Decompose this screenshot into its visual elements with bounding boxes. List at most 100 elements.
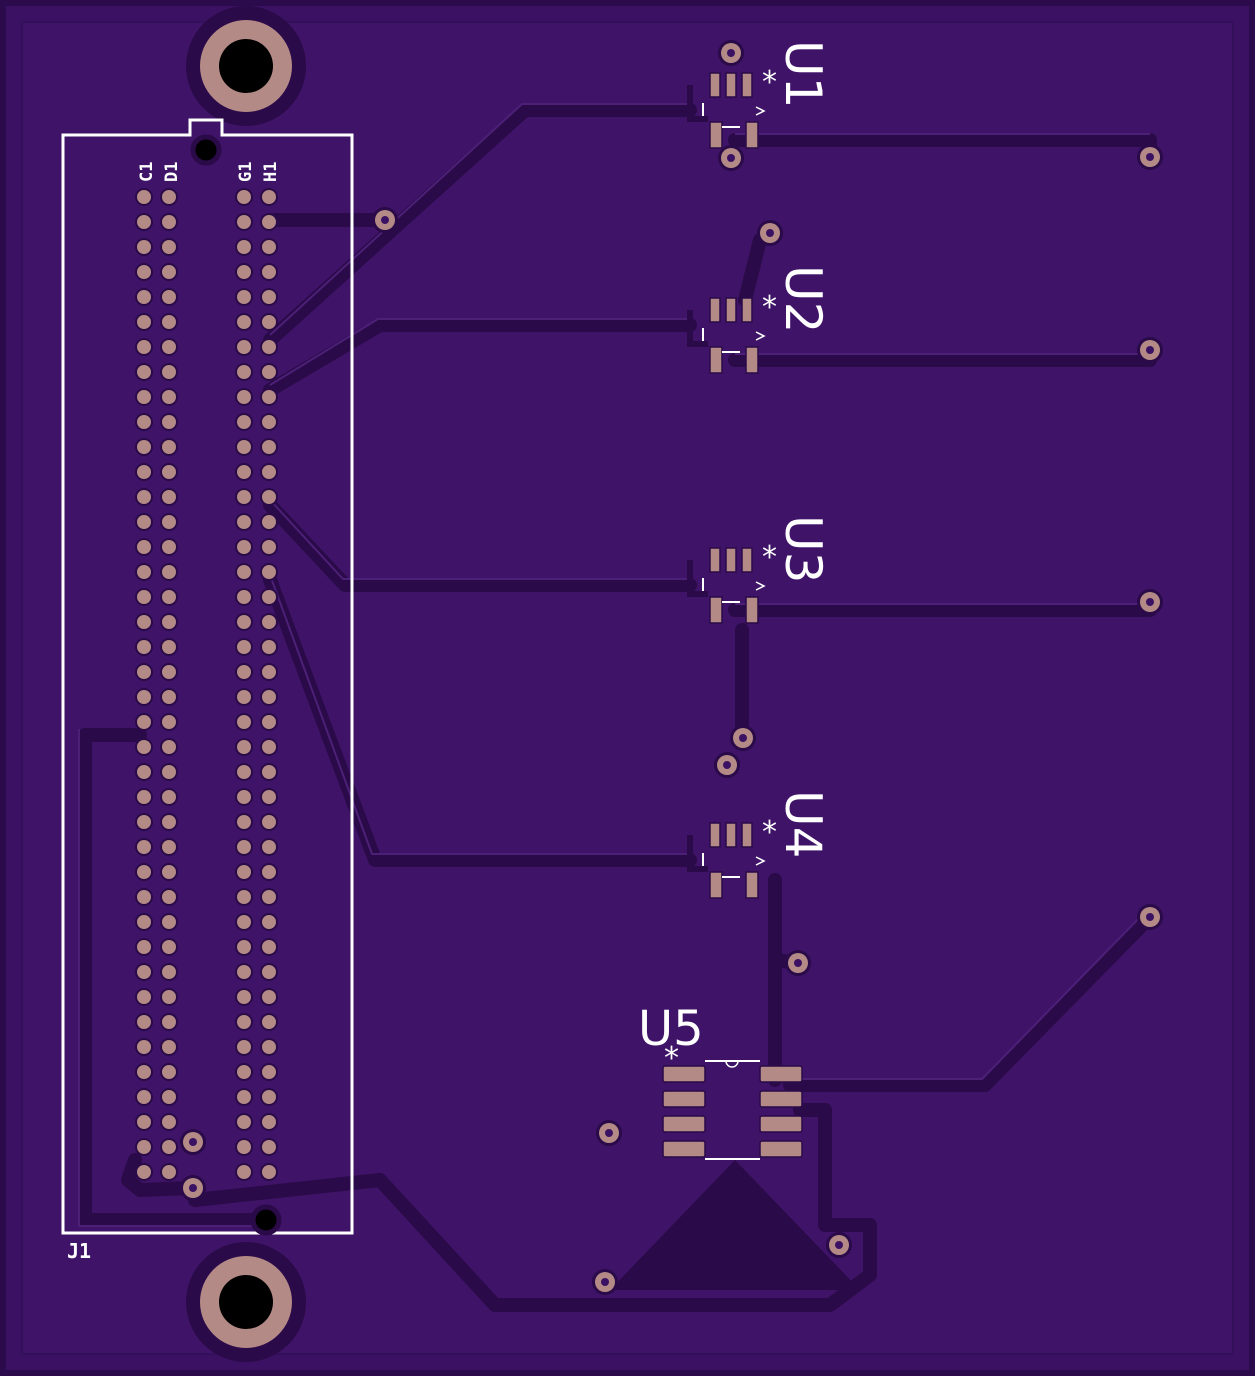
connector-pin bbox=[135, 513, 153, 531]
trace-u3-in bbox=[263, 498, 697, 592]
connector-pin bbox=[135, 388, 153, 406]
part-u1 bbox=[687, 72, 766, 149]
vias bbox=[180, 40, 1163, 1295]
pin1-marker-u3: * bbox=[762, 540, 777, 575]
soic-pad-left bbox=[662, 1065, 706, 1083]
connector-pin bbox=[260, 1013, 278, 1031]
connector-pin bbox=[160, 463, 178, 481]
connector-pin bbox=[135, 1013, 153, 1031]
connector-pin bbox=[160, 488, 178, 506]
sot-pad-top bbox=[741, 297, 753, 323]
connector-pin bbox=[160, 263, 178, 281]
designator-u4: U4 bbox=[774, 790, 832, 858]
connector-pin bbox=[135, 613, 153, 631]
connector-pin bbox=[260, 338, 278, 356]
via-drill bbox=[1146, 153, 1154, 161]
connector-pin bbox=[260, 713, 278, 731]
via-drill bbox=[189, 1138, 197, 1146]
connector-pin bbox=[135, 288, 153, 306]
connector-pin bbox=[160, 588, 178, 606]
sot-parts bbox=[687, 72, 766, 899]
connector-pin bbox=[260, 1063, 278, 1081]
connector-pin bbox=[260, 863, 278, 881]
via-drill bbox=[601, 1278, 609, 1286]
via-drill bbox=[739, 734, 747, 742]
connector-pin bbox=[135, 913, 153, 931]
connector-pin bbox=[135, 738, 153, 756]
connector-pin bbox=[160, 538, 178, 556]
sot-pad-bottom bbox=[709, 121, 723, 149]
trace-u5-loop bbox=[188, 1103, 877, 1312]
connector-pin bbox=[135, 488, 153, 506]
trace-u2-in bbox=[263, 318, 697, 397]
connector-pin bbox=[235, 313, 253, 331]
connector-pin bbox=[135, 313, 153, 331]
soic-pad-right bbox=[759, 1140, 803, 1158]
board-inner-plane bbox=[21, 21, 1234, 1355]
connector-pin bbox=[160, 1113, 178, 1131]
connector-pin bbox=[235, 288, 253, 306]
connector-pin bbox=[235, 1138, 253, 1156]
connector-pin bbox=[235, 1013, 253, 1031]
sot-pad-top bbox=[741, 72, 753, 98]
connector-pin bbox=[160, 788, 178, 806]
connector-pin bbox=[160, 513, 178, 531]
connector-pin bbox=[235, 663, 253, 681]
connector-pin bbox=[235, 588, 253, 606]
connector-pin bbox=[160, 288, 178, 306]
part-u5 bbox=[662, 1060, 803, 1160]
sot-pad-top bbox=[725, 72, 737, 98]
sot-local-trace bbox=[687, 310, 708, 347]
connector-j1: C1 D1 G1 H1 J1 bbox=[61, 118, 354, 1263]
connector-pin bbox=[160, 1138, 178, 1156]
sot-pad-top bbox=[709, 72, 721, 98]
connector-pin bbox=[235, 363, 253, 381]
connector-pin bbox=[135, 788, 153, 806]
trace-left-loop bbox=[121, 1153, 197, 1197]
sot-pad-top bbox=[741, 547, 753, 573]
connector-pin bbox=[260, 688, 278, 706]
connector-pin bbox=[260, 238, 278, 256]
connector-pin bbox=[160, 213, 178, 231]
connector-pin bbox=[135, 463, 153, 481]
connector-pin bbox=[135, 1088, 153, 1106]
connector-pin bbox=[260, 588, 278, 606]
connector-pin bbox=[235, 563, 253, 581]
connector-col-label-c1: C1 bbox=[137, 162, 157, 182]
sot-silk-mark bbox=[755, 856, 766, 866]
connector-pin bbox=[235, 888, 253, 906]
connector-pin bbox=[160, 963, 178, 981]
part-u4 bbox=[687, 822, 766, 899]
sot-pad-bottom bbox=[745, 596, 759, 624]
connector-pin bbox=[235, 263, 253, 281]
connector-pin bbox=[260, 488, 278, 506]
via-drill bbox=[835, 1241, 843, 1249]
connector-pin bbox=[135, 538, 153, 556]
connector-pin bbox=[135, 1063, 153, 1081]
connector-pin bbox=[235, 713, 253, 731]
connector-pin-grid bbox=[135, 188, 278, 1181]
connector-pin bbox=[260, 288, 278, 306]
sot-silk-mark bbox=[755, 581, 766, 591]
connector-pin bbox=[135, 713, 153, 731]
connector-pin bbox=[260, 538, 278, 556]
sot-pad-top bbox=[725, 822, 737, 848]
connector-pin bbox=[135, 863, 153, 881]
sot-pad-bottom bbox=[709, 871, 723, 899]
connector-pin bbox=[260, 738, 278, 756]
connector-pin bbox=[260, 913, 278, 931]
designator-u3: U3 bbox=[774, 515, 832, 583]
trace-left-return bbox=[78, 728, 267, 1227]
connector-pin bbox=[235, 788, 253, 806]
connector-pin bbox=[160, 713, 178, 731]
connector-pin bbox=[160, 238, 178, 256]
sot-pad-bottom bbox=[709, 596, 723, 624]
connector-pin bbox=[135, 338, 153, 356]
sot-pad-bottom bbox=[709, 346, 723, 374]
via-drill bbox=[189, 1184, 197, 1192]
connector-pin bbox=[135, 1163, 153, 1181]
connector-pin bbox=[235, 988, 253, 1006]
connector-pin bbox=[235, 513, 253, 531]
connector-pin bbox=[135, 988, 153, 1006]
connector-pin bbox=[260, 838, 278, 856]
